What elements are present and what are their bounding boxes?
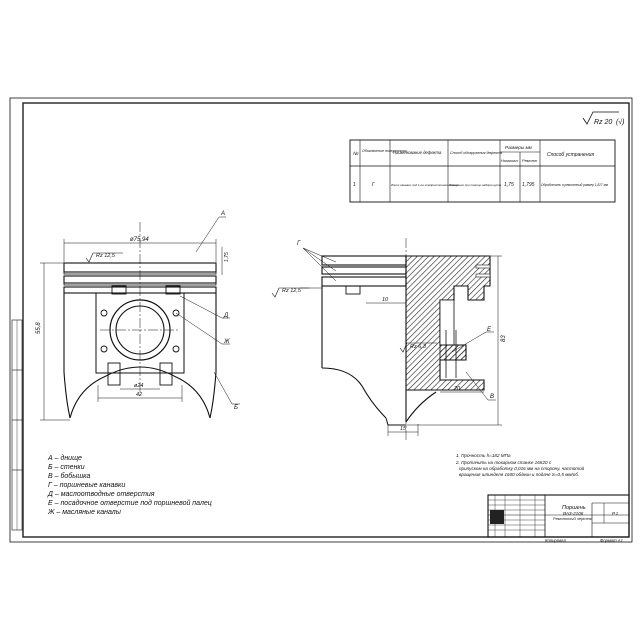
dim-15: 15 — [400, 426, 407, 432]
inner-frame — [22, 102, 630, 538]
tb-format: Формат А1 — [600, 538, 623, 543]
general-roughness-mark: Rz 20 (√) — [582, 111, 625, 126]
tb-model: ВАЗ-2106 — [563, 511, 584, 516]
university-stamp — [490, 510, 504, 524]
callout-a: А — [220, 211, 225, 217]
legend: А – днище Б – стенки В – бобышка Г – пор… — [47, 454, 212, 516]
outer-border — [9, 97, 633, 543]
callout-v: В — [490, 394, 494, 400]
dim-83: 83 — [501, 335, 507, 342]
legend-item: Е – посадочное отверстие под поршневой п… — [48, 499, 212, 507]
legend-item: Д – маслоотводные отверстия — [47, 490, 155, 498]
row-designation: Г — [372, 182, 376, 188]
piston-front-view: ø75,94 Rz 12,5 1,75 55,8 ø24 42 А Д Ж Б — [36, 211, 240, 421]
row-num: 1 — [353, 182, 356, 188]
legend-item: Ж – масляные каналы — [47, 509, 122, 516]
row-remedy: Обработать в ремонтный размер 1,827 мм — [541, 183, 609, 187]
dim-diameter: ø75,94 — [130, 237, 149, 243]
legend-item: Б – стенки — [48, 464, 85, 471]
tb-copied: Копировал — [545, 538, 566, 543]
note-line: 1. Прочность h=182 МПа — [456, 453, 511, 458]
defect-table: № Обозначение поверхности Наименование д… — [349, 139, 616, 203]
legend-item: А – днище — [47, 454, 82, 462]
left-roughness: Rz 12,5 — [96, 253, 116, 259]
dim-hole: ø24 — [134, 383, 143, 389]
th-sizes: Размеры мм — [505, 145, 533, 150]
th-name: Наименование дефекта — [393, 150, 442, 155]
title-block: Поршень ВАЗ-2106 Ремонтный чертеж Р.1 Ко… — [487, 494, 630, 543]
roughness-main: Rz 20 — [594, 119, 612, 126]
table-row: 1 Г Износ канавки под 1-ое компрессионно… — [353, 182, 609, 188]
dim-20: 20 — [453, 386, 461, 392]
th-num: № — [353, 151, 359, 157]
tb-drawing-type: Ремонтный чертеж — [553, 516, 592, 521]
dim-height: 55,8 — [36, 322, 42, 334]
row-name: Износ канавки под 1-ое компрессионное ко… — [391, 183, 459, 187]
callout-g: Г — [297, 241, 301, 247]
right-roughness-pin: Rz 6,3 — [410, 344, 427, 350]
legend-item: В – бобышка — [48, 472, 90, 480]
callout-zh: Ж — [223, 339, 230, 345]
tb-part-name: Поршень — [562, 505, 586, 511]
technical-notes: 1. Прочность h=182 МПа 2. Протачить на т… — [455, 453, 585, 477]
roughness-check: (√) — [616, 118, 625, 126]
right-roughness-top: Rz 12,5 — [282, 288, 302, 294]
row-nominal: 1,75 — [504, 182, 514, 188]
th-nominal: Номинал — [501, 158, 518, 163]
row-repair: 1,795 — [522, 182, 535, 188]
callout-e: Е — [487, 327, 492, 333]
dim-small: 1,75 — [224, 252, 230, 262]
th-repair: Ремонт — [522, 158, 538, 163]
row-method: Измерение при помощи набора щупов — [449, 183, 502, 187]
th-method: Способ обнаружения дефекта — [450, 151, 502, 155]
piston-section-view: Rz 12,5 10 Rz 6,3 83 20 15 Г Е В — [271, 238, 507, 440]
note-line: вращения шпинделя 1600 об/мин и подаче S… — [459, 472, 579, 477]
callout-d: Д — [223, 313, 229, 319]
note-line: припуском на обработку 0,016 мм на сторо… — [459, 465, 585, 471]
left-margin-strip — [11, 319, 23, 531]
note-line: 2. Протачить на токарном станке 16К20 с — [455, 460, 552, 465]
callout-b: Б — [234, 405, 238, 411]
legend-item: Г – поршневые канавки — [48, 482, 125, 489]
dim-10: 10 — [382, 297, 389, 303]
th-designation: Обозначение поверхности — [362, 149, 407, 153]
tb-sheet: Р.1 — [612, 511, 619, 516]
dim-width: 42 — [136, 392, 142, 398]
th-remedy: Способ устранения — [547, 152, 594, 158]
